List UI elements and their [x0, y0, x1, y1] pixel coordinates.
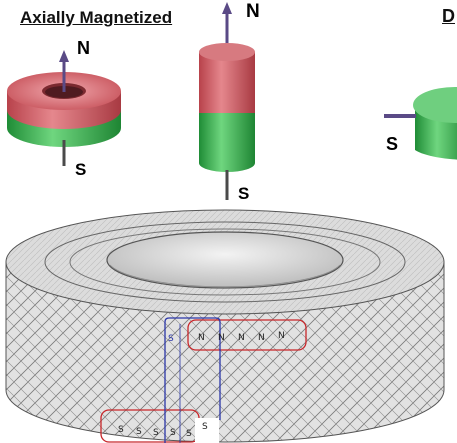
- partial-magnet-south-label: S: [386, 134, 399, 154]
- n-letter-1: N: [198, 333, 205, 343]
- partial-heading-right: D: [442, 6, 455, 26]
- s-letter-1: S: [118, 425, 124, 435]
- axially-magnetized-heading: Axially Magnetized: [20, 8, 173, 27]
- n-letter-4: N: [258, 333, 265, 343]
- rod-south-label: S: [238, 184, 250, 203]
- s-letter-5: S: [186, 429, 192, 439]
- rod-magnet: [199, 2, 255, 200]
- n-letter-2: N: [218, 333, 225, 343]
- blue-region-outline: [164, 317, 221, 443]
- rod-north-label: N: [246, 1, 260, 22]
- right-s-mark: S: [202, 422, 208, 432]
- magnet-illustrations: [7, 2, 457, 200]
- n-letter-5: N: [278, 331, 285, 341]
- partial-green-magnet: [384, 87, 457, 160]
- ring-magnet: [7, 50, 121, 166]
- s-letter-4: S: [170, 428, 176, 438]
- ring-north-label: N: [77, 38, 90, 58]
- left-s-mark: S: [168, 334, 174, 344]
- north-region-outline: [187, 319, 307, 351]
- s-letter-3: S: [153, 428, 159, 438]
- wound-ring-sketch: N N N N N S S S S S S S: [5, 209, 445, 443]
- s-letter-2: S: [136, 427, 142, 437]
- n-letter-3: N: [238, 333, 245, 343]
- ring-south-label: S: [75, 160, 87, 179]
